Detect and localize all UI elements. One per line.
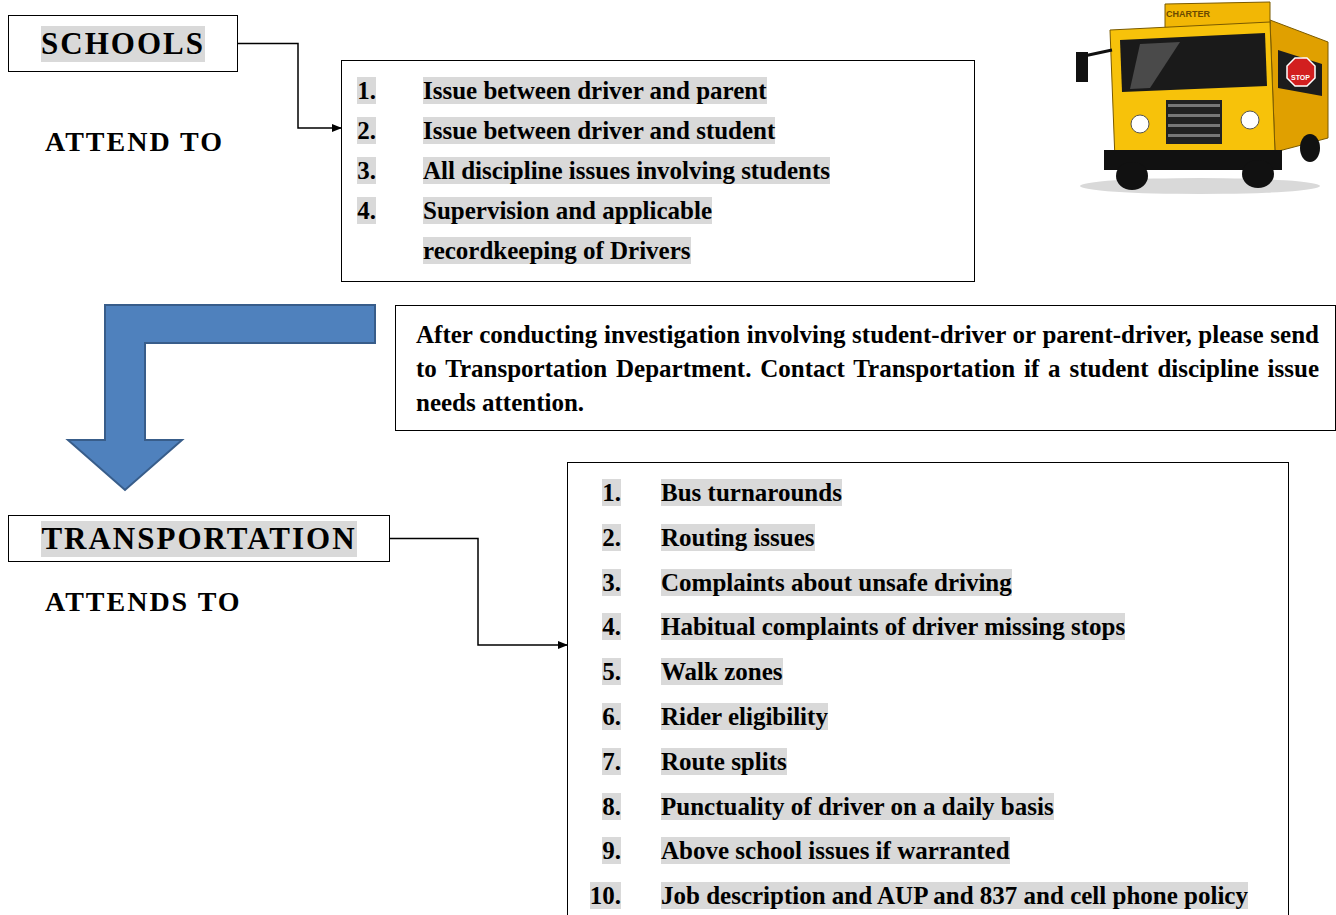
item-text-cell: Rider eligibility [661, 697, 1274, 737]
item-text-cell: Routing issues [661, 518, 1274, 558]
item-text: Rider eligibility [661, 703, 828, 730]
item-number: 4. [357, 197, 376, 224]
heading-text: SCHOOLS [41, 26, 205, 62]
illustration-text: CHARTER [1166, 9, 1210, 19]
item-number: 8. [602, 793, 621, 820]
headlight [1131, 115, 1149, 133]
item-number-cell: 4. [352, 191, 376, 231]
heading-box: TRANSPORTATION [8, 515, 390, 562]
heading-box: SCHOOLS [8, 15, 238, 72]
item-number: 1. [357, 77, 376, 104]
block-arrow [68, 305, 375, 490]
bus-wheel [1116, 162, 1148, 190]
list-box: 1. Bus turnarounds 2. Routing issues 3. Compl… [567, 462, 1289, 915]
item-number: 1. [602, 479, 621, 506]
item-number-cell: 1. [352, 71, 376, 111]
item-number: 10. [590, 882, 621, 909]
item-text: Supervision and applicable recordkeeping… [423, 197, 712, 264]
item-number-cell: 6. [578, 697, 621, 737]
bus-windshield [1120, 33, 1267, 92]
item-text: Routing issues [661, 524, 815, 551]
item-text: Bus turnarounds [661, 479, 842, 506]
item-text: Complaints about unsafe driving [661, 569, 1012, 596]
item-number: 3. [357, 157, 376, 184]
item-number-cell: 9. [578, 831, 621, 871]
item-number-cell: 2. [352, 111, 376, 151]
item-number-cell: 8. [578, 787, 621, 827]
bus-mirror [1076, 52, 1088, 82]
mirror-arm [1084, 50, 1112, 56]
item-text-cell: Issue between driver and parent [423, 71, 960, 111]
item-number-cell: 1. [578, 473, 621, 513]
item-text-cell: Complaints about unsafe driving [661, 563, 1274, 603]
grille-bar [1168, 114, 1220, 117]
item-text-cell: Issue between driver and student [423, 111, 960, 151]
headlight [1241, 111, 1259, 129]
item-text-cell: All discipline issues involving students [423, 151, 960, 191]
item-text: All discipline issues involving students [423, 157, 830, 184]
note-text: After conducting investigation involving… [416, 321, 1319, 416]
item-number: 5. [602, 658, 621, 685]
item-text-cell: Habitual complaints of driver missing st… [661, 607, 1274, 647]
item-number-cell: 5. [578, 652, 621, 692]
item-number-cell: 4. [578, 607, 621, 647]
grille-bar [1168, 124, 1220, 127]
item-text: Route splits [661, 748, 787, 775]
item-number-cell: 2. [578, 518, 621, 558]
bus-shadow [1080, 178, 1320, 194]
bus-wheel [1242, 160, 1274, 188]
grille-bar [1168, 134, 1220, 137]
list-box: 1. Issue between driver and parent 2. Issue… [341, 60, 975, 282]
item-number: 6. [602, 703, 621, 730]
note-box: After conducting investigation involving… [395, 305, 1336, 431]
item-text-cell: Walk zones [661, 652, 1274, 692]
item-text: Issue between driver and student [423, 117, 775, 144]
grille-bar [1168, 104, 1220, 107]
item-text: Above school issues if warranted [661, 837, 1010, 864]
item-number: 2. [357, 117, 376, 144]
item-text: Punctuality of driver on a daily basis [661, 793, 1054, 820]
item-number-cell: 3. [578, 563, 621, 603]
item-number-cell: 10. [578, 876, 621, 915]
item-number: 2. [602, 524, 621, 551]
illustration-text: STOP [1291, 74, 1310, 81]
item-number: 4. [602, 613, 621, 640]
item-text-cell: Above school issues if warranted [661, 831, 1274, 871]
item-number: 7. [602, 748, 621, 775]
heading-text: TRANSPORTATION [41, 521, 356, 557]
side-label: ATTENDS TO [45, 586, 242, 618]
school-bus-illustration [1070, 0, 1332, 196]
item-text: Job description and AUP and 837 and cell… [661, 882, 1248, 909]
side-label: ATTEND TO [45, 126, 224, 158]
bus-grille [1166, 100, 1222, 144]
item-text-cell: Punctuality of driver on a daily basis [661, 787, 1274, 827]
item-number: 3. [602, 569, 621, 596]
item-text: Issue between driver and parent [423, 77, 767, 104]
bus-front [1110, 22, 1275, 160]
item-text-cell: Supervision and applicable recordkeeping… [423, 191, 803, 271]
bus-side [1270, 20, 1328, 152]
stop-sign [1287, 58, 1315, 86]
bus-side-window [1278, 50, 1322, 96]
item-number-cell: 7. [578, 742, 621, 782]
item-text: Habitual complaints of driver missing st… [661, 613, 1125, 640]
item-text-cell: Route splits [661, 742, 1274, 782]
item-text-cell: Job description and AUP and 837 and cell… [661, 876, 1251, 915]
elbow-connector [238, 44, 341, 129]
item-text: Walk zones [661, 658, 783, 685]
windshield-reflection [1130, 42, 1180, 89]
bus-wheel [1300, 134, 1320, 162]
elbow-connector [390, 539, 567, 646]
item-text-cell: Bus turnarounds [661, 473, 1274, 513]
item-number-cell: 3. [352, 151, 376, 191]
item-number: 9. [602, 837, 621, 864]
